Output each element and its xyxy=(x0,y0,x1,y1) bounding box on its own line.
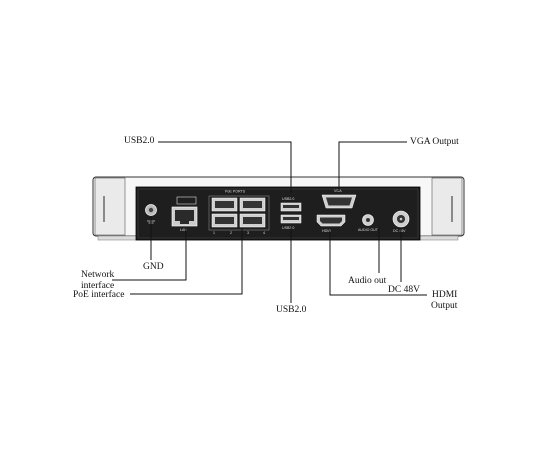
label-network-line1: Network xyxy=(81,270,115,280)
lan-port: LAN xyxy=(171,196,198,232)
usb-lower-marking: USB2.0 xyxy=(282,226,294,230)
poe-port-number-4: 4 xyxy=(263,231,265,235)
leader-usb-top xyxy=(158,141,292,193)
vga-port: VGA xyxy=(321,189,357,209)
leader-network xyxy=(112,228,187,281)
leader-poe xyxy=(130,228,243,295)
label-usb-bottom: USB2.0 xyxy=(276,305,307,315)
label-network-line2: interface xyxy=(81,281,115,291)
label-usb-top: USB2.0 xyxy=(124,136,155,146)
label-hdmi-line1: HDMI xyxy=(432,290,458,300)
poe-port-number-3: 3 xyxy=(247,231,249,235)
lan-marking: LAN xyxy=(180,228,187,232)
hdmi-port: HDMI xyxy=(316,214,346,233)
poe-port-number-1: 1 xyxy=(213,231,215,235)
audio-out-jack: AUDIO OUT xyxy=(358,214,379,232)
label-audio-out: Audio out xyxy=(348,276,387,286)
label-hdmi-line2: Output xyxy=(431,301,458,311)
label-dc-48v: DC 48V xyxy=(388,285,420,295)
audio-out-marking: AUDIO OUT xyxy=(358,228,379,232)
dc-in-marking: DC 48V xyxy=(393,229,406,233)
usb-ports: USB2.0 USB2.0 xyxy=(280,197,302,230)
poe-port-number-2: 2 xyxy=(230,231,232,235)
vga-marking: VGA xyxy=(334,189,342,193)
dc-power-jack: DC 48V xyxy=(392,210,410,233)
poe-ports: PoE PORTS 1 2 3 4 xyxy=(208,190,270,235)
label-gnd: GND xyxy=(143,262,164,272)
leader-hdmi xyxy=(329,230,427,296)
leader-lines xyxy=(112,141,427,303)
label-vga-output: VGA Output xyxy=(410,137,459,147)
leader-vga xyxy=(338,141,407,191)
label-poe-interface: PoE interface xyxy=(73,290,125,300)
hdmi-marking: HDMI xyxy=(322,229,331,233)
poe-ports-marking: PoE PORTS xyxy=(225,190,246,194)
usb-upper-marking: USB2.0 xyxy=(282,197,294,201)
